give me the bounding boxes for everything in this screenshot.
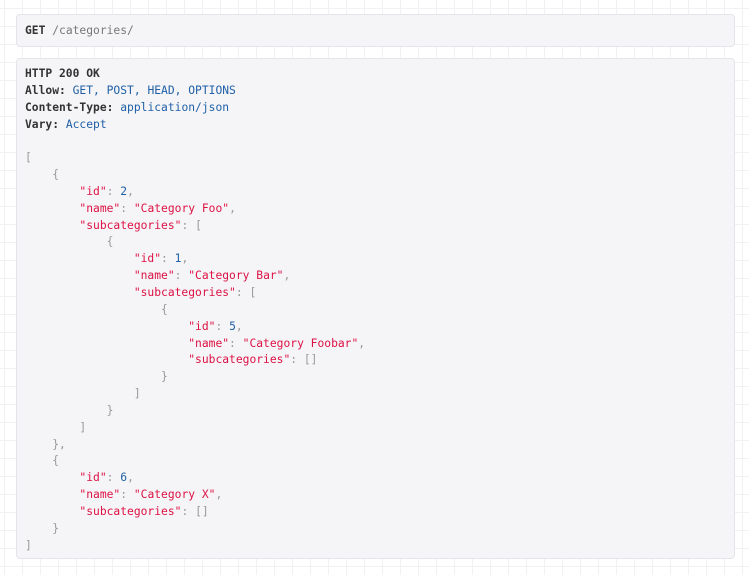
json-line: [	[25, 150, 726, 167]
json-punctuation: {	[52, 168, 60, 182]
json-line: {	[25, 302, 726, 319]
json-key: "subcategories"	[133, 285, 236, 299]
json-line: "name": "Category Bar",	[133, 269, 291, 283]
json-string: "Category Foobar"	[242, 336, 359, 350]
response-header-vary: Vary: Accept	[25, 117, 726, 134]
json-line: "id": 5,	[188, 319, 243, 333]
json-key: "subcategories"	[79, 504, 182, 518]
header-value: Accept	[65, 117, 107, 131]
request-info-panel: GET /categories/	[16, 14, 735, 47]
json-line: "subcategories": []	[79, 504, 209, 518]
json-punctuation: }	[52, 521, 60, 535]
json-line: "subcategories": [	[79, 218, 202, 232]
response-status: HTTP 200 OK	[25, 67, 100, 80]
json-punctuation: [	[249, 285, 257, 299]
json-punctuation: [	[25, 151, 32, 165]
json-number: 5	[229, 319, 236, 333]
header-key: Vary:	[25, 117, 60, 131]
json-punctuation: },	[52, 437, 66, 451]
json-key: "name"	[188, 336, 230, 350]
json-punctuation: ]	[133, 387, 141, 401]
header-key: Allow:	[25, 83, 66, 97]
json-key: "name"	[79, 201, 121, 215]
response-info-panel: HTTP 200 OK Allow: GET, POST, HEAD, OPTI…	[16, 58, 735, 559]
json-line: "id": 6,	[79, 471, 134, 485]
header-value: application/json	[120, 100, 230, 114]
json-punctuation: ]	[79, 420, 87, 434]
json-line: }	[25, 521, 726, 538]
json-punctuation: ]	[25, 538, 32, 552]
json-key: "id"	[133, 252, 162, 266]
header-key: Content-Type:	[25, 100, 114, 114]
request-path: /categories/	[52, 24, 134, 37]
json-punctuation: {	[161, 302, 168, 316]
json-line: "id": 1,	[133, 252, 189, 266]
json-key: "subcategories"	[79, 218, 182, 232]
json-string: "Category Bar"	[188, 269, 284, 283]
json-punctuation: {	[52, 454, 60, 468]
json-line: "subcategories": []	[188, 353, 318, 367]
json-number: 6	[120, 471, 128, 485]
json-string: "Category Foo"	[133, 201, 230, 215]
json-key: "name"	[133, 269, 175, 283]
json-line: }	[25, 369, 726, 386]
json-line: "id": 2,	[79, 184, 134, 198]
json-key: "name"	[79, 488, 121, 502]
json-line: ]	[25, 538, 726, 555]
json-punctuation: {	[106, 235, 114, 249]
json-string: "Category X"	[133, 488, 216, 502]
request-line: GET /categories/	[25, 23, 726, 40]
json-key: "id"	[79, 471, 107, 485]
json-punctuation: [	[195, 218, 202, 232]
json-line: "name": "Category Foobar",	[188, 336, 366, 350]
response-header-content-type: Content-Type: application/json	[25, 100, 726, 117]
json-key: "id"	[79, 184, 107, 198]
json-line: "subcategories": [	[133, 285, 257, 299]
json-number: 2	[120, 184, 128, 198]
json-line: {	[25, 453, 726, 470]
header-value: GET, POST, HEAD, OPTIONS	[72, 83, 236, 97]
json-line: ]	[25, 386, 726, 403]
json-line: },	[25, 437, 726, 454]
json-punctuation: []	[195, 504, 209, 518]
json-number: 1	[174, 252, 182, 266]
json-punctuation: []	[303, 353, 318, 367]
json-key: "id"	[188, 319, 216, 333]
response-body-json: [ { "id": 2, "name": "Category Foo", "su…	[25, 150, 726, 554]
json-line: }	[25, 403, 726, 420]
json-line: "name": "Category X",	[79, 488, 223, 502]
json-line: "name": "Category Foo",	[79, 201, 236, 215]
json-punctuation: }	[106, 403, 114, 417]
json-key: "subcategories"	[188, 353, 291, 367]
json-line: {	[25, 167, 726, 184]
json-line: ]	[25, 420, 726, 437]
json-punctuation: }	[161, 370, 168, 384]
response-header-allow: Allow: GET, POST, HEAD, OPTIONS	[25, 83, 726, 100]
json-line: {	[25, 234, 726, 251]
request-method: GET	[25, 24, 46, 37]
